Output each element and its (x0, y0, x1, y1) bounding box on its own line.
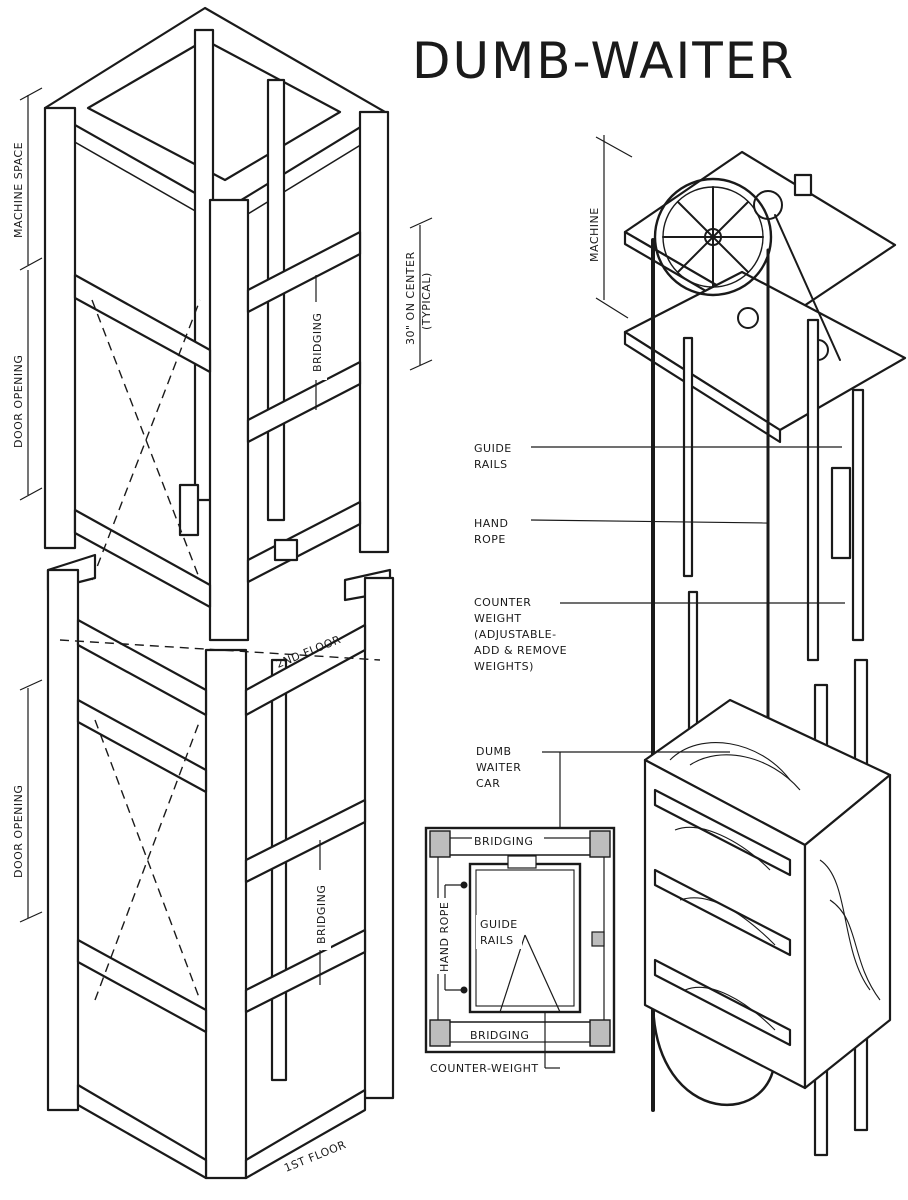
machine-assembly (595, 135, 907, 444)
plan-bridging-top-bg (472, 833, 544, 847)
bridging-lower-label: BRIDGING (315, 885, 328, 944)
svg-text:GUIDE: GUIDE (474, 442, 512, 455)
bridging-upper-label-bg (305, 302, 327, 380)
bridging-lower-label-bg (309, 870, 331, 950)
plan-bridging-top-label: BRIDGING (474, 835, 533, 848)
svg-text:HAND: HAND (474, 517, 509, 530)
diagram-title: DUMB-WAITER (412, 32, 795, 90)
svg-text:(ADJUSTABLE-: (ADJUSTABLE- (474, 628, 557, 641)
svg-text:WAITER: WAITER (476, 761, 521, 774)
dumb-waiter-car (643, 698, 892, 1090)
lower-shaft-frame (46, 553, 395, 1180)
door-opening-upper-label: DOOR OPENING (12, 355, 25, 448)
machine-space-label: MACHINE SPACE (12, 142, 25, 238)
svg-text:WEIGHTS): WEIGHTS) (474, 660, 534, 673)
plan-hand-rope-label: HAND ROPE (438, 902, 451, 972)
svg-text:WEIGHT: WEIGHT (474, 612, 522, 625)
svg-text:ROPE: ROPE (474, 533, 506, 546)
svg-text:COUNTER: COUNTER (474, 596, 531, 609)
svg-text:ADD & REMOVE: ADD & REMOVE (474, 644, 567, 657)
svg-text:CAR: CAR (476, 777, 500, 790)
plan-hand-rope-bg (434, 898, 452, 974)
plan-guide-rails-label: GUIDE RAILS (476, 915, 522, 949)
on-center-label: 30" ON CENTER (404, 251, 417, 345)
door-opening-lower-label: DOOR OPENING (12, 785, 25, 878)
svg-text:GUIDE: GUIDE (480, 918, 518, 931)
svg-text:RAILS: RAILS (474, 458, 508, 471)
guide-rails-label: GUIDE RAILS (474, 442, 512, 471)
dumb-waiter-car-label: DUMB WAITER CAR (476, 745, 521, 790)
plan-bridging-bottom-bg (468, 1027, 540, 1041)
plan-counter-weight-label: COUNTER-WEIGHT (430, 1062, 539, 1075)
bridging-upper-label: BRIDGING (311, 313, 324, 372)
upper-shaft-frame (43, 6, 390, 642)
plan-bridging-bottom-label: BRIDGING (470, 1029, 529, 1042)
svg-text:RAILS: RAILS (480, 934, 514, 947)
counter-weight-label: COUNTER WEIGHT (ADJUSTABLE- ADD & REMOVE… (474, 596, 567, 673)
hand-rope-label: HAND ROPE (474, 517, 509, 546)
typical-label: (TYPICAL) (420, 272, 433, 330)
leader-lines (530, 446, 845, 900)
dimension-lines (19, 87, 433, 985)
svg-text:DUMB: DUMB (476, 745, 512, 758)
machine-label: MACHINE (588, 207, 601, 262)
